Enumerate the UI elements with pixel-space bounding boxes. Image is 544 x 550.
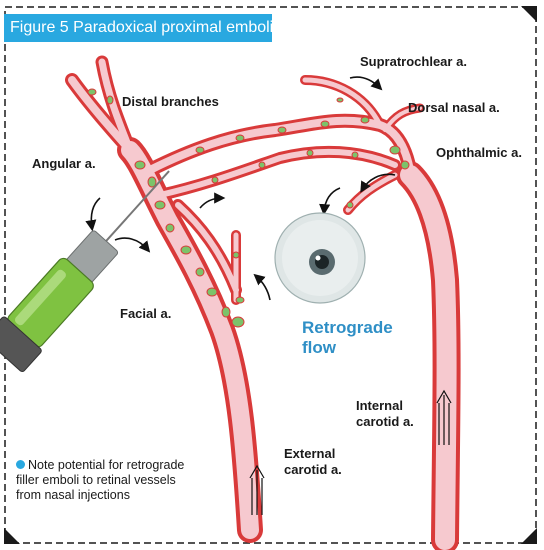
internal-line-1: Internal — [356, 398, 403, 413]
label-ophthalmic-artery: Ophthalmic a. — [436, 145, 522, 160]
label-supratrochlear-artery: Supratrochlear a. — [360, 54, 467, 69]
retrograde-line-2: flow — [302, 338, 336, 357]
frame-border — [4, 6, 537, 544]
eye-icon — [274, 212, 366, 304]
note-bullet-icon — [16, 460, 25, 469]
label-internal-carotid: Internal carotid a. — [356, 398, 414, 430]
figure-title: Figure 5 Paradoxical proximal emboli — [4, 14, 273, 42]
label-external-carotid: External carotid a. — [284, 446, 342, 478]
label-angular-artery: Angular a. — [32, 156, 96, 171]
flow-arrow-icon — [249, 389, 452, 515]
syringe-icon — [0, 170, 170, 373]
internal-line-2: carotid a. — [356, 414, 414, 429]
figure-frame — [4, 6, 537, 544]
vessel-lumens — [68, 58, 457, 550]
label-distal-branches: Distal branches — [122, 94, 219, 109]
external-line-2: carotid a. — [284, 462, 342, 477]
label-facial-artery: Facial a. — [120, 306, 172, 321]
figure-note: Note potential for retrograde filler emb… — [16, 458, 186, 503]
filler-emboli — [87, 88, 410, 328]
direction-arrows — [85, 76, 396, 301]
label-dorsal-nasal-artery: Dorsal nasal a. — [408, 100, 500, 115]
label-retrograde-flow: Retrograde flow — [302, 318, 393, 358]
note-text: Note potential for retrograde filler emb… — [16, 458, 185, 502]
retrograde-line-1: Retrograde — [302, 318, 393, 337]
external-line-1: External — [284, 446, 336, 461]
